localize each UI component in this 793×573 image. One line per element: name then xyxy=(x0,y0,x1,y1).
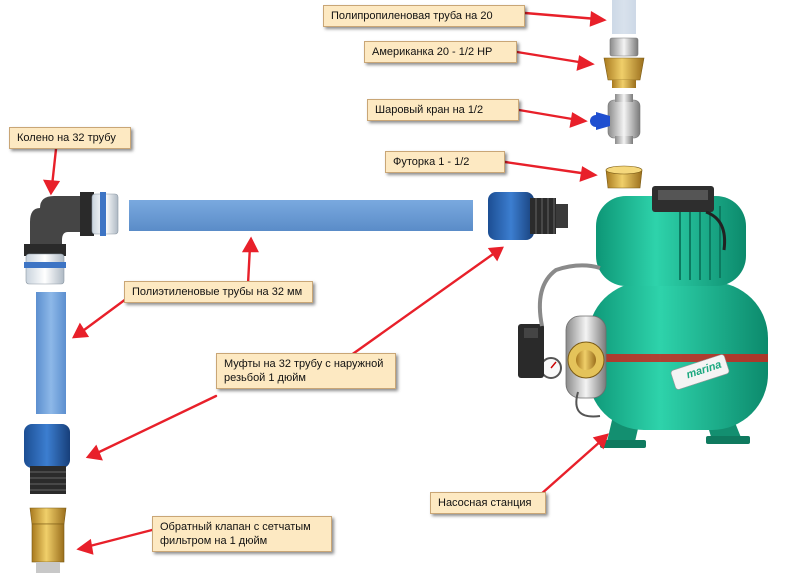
arrow-pe-pipe-left xyxy=(71,294,132,339)
elbow-fitting-32 xyxy=(24,192,119,285)
ball-valve-1-2 xyxy=(590,94,641,144)
arrow-pump-station xyxy=(538,433,609,497)
american-union-fitting xyxy=(603,37,645,88)
label-american-union: Американка 20 - 1/2 НР xyxy=(364,41,517,63)
arrow-coupling-right xyxy=(338,246,504,365)
label-elbow: Колено на 32 трубу xyxy=(9,127,131,149)
arrow-pp-pipe xyxy=(523,11,607,27)
label-couplings: Муфты на 32 трубу с наружной резьбой 1 д… xyxy=(216,353,396,389)
arrow-coupling-bottom xyxy=(85,394,218,461)
label-check-valve: Обратный клапан с сетчатым фильтром на 1… xyxy=(152,516,332,552)
pump-station xyxy=(518,186,768,448)
coupling-right xyxy=(488,192,568,240)
arrow-check-valve xyxy=(76,528,154,555)
label-polypropylene-pipe: Полипропиленовая труба на 20 xyxy=(323,5,525,27)
label-pump-station: Насосная станция xyxy=(430,492,546,514)
arrows xyxy=(42,11,609,555)
arrow-ball-valve xyxy=(517,108,588,128)
polypropylene-pipe-20 xyxy=(612,0,636,34)
arrow-pe-pipe-top xyxy=(241,236,259,286)
bushing-fitting xyxy=(605,165,643,189)
label-polyethylene-pipes: Полиэтиленовые трубы на 32 мм xyxy=(124,281,313,303)
arrow-union xyxy=(515,50,595,71)
label-ball-valve: Шаровый кран на 1/2 xyxy=(367,99,519,121)
arrow-bushing xyxy=(503,160,598,182)
polyethylene-pipes-32 xyxy=(36,200,473,414)
check-valve-1-inch xyxy=(29,507,67,573)
coupling-bottom xyxy=(24,424,70,494)
label-bushing: Футорка 1 - 1/2 xyxy=(385,151,505,173)
arrow-elbow xyxy=(42,147,61,196)
